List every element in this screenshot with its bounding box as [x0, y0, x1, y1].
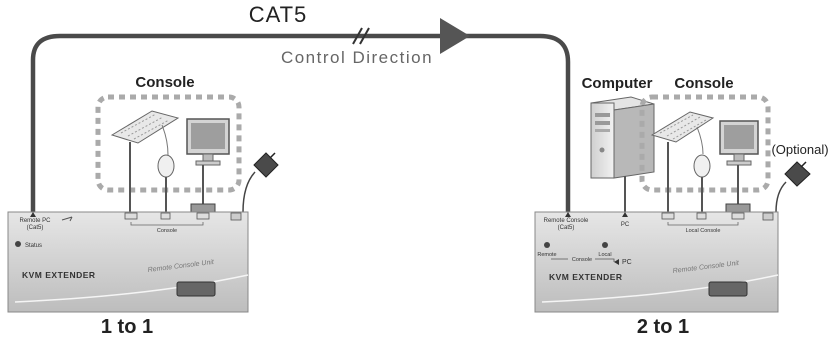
cable-label: CAT5	[249, 2, 308, 27]
right-remote-port-arrow-icon	[565, 212, 571, 217]
left-monitor-icon	[186, 118, 230, 166]
right-monitor-icon	[719, 120, 759, 166]
switch-console-label: Console	[572, 257, 592, 263]
left-status-label: Status	[25, 243, 42, 249]
left-status-led	[15, 241, 21, 247]
switch-pc-label: PC	[622, 259, 632, 266]
control-direction-label: Control Direction	[281, 48, 433, 67]
pc-port-arrow-icon	[622, 212, 628, 217]
right-mouse-icon	[693, 126, 711, 178]
right-unit-diagram: Computer Console	[534, 75, 829, 338]
right-mouse-port	[696, 212, 707, 220]
left-console-group-outline	[95, 94, 242, 193]
cable-break-mark-2	[359, 27, 370, 45]
left-console-port-bracket	[130, 222, 204, 226]
pc-port-label: PC	[621, 222, 630, 228]
right-console-label: Console	[674, 75, 733, 92]
right-monitor-port	[731, 212, 745, 220]
left-power-jack	[230, 212, 242, 221]
right-unit-button[interactable]	[708, 281, 748, 297]
local-console-port-label: Local Console	[686, 228, 721, 234]
cable-break-mark-1	[352, 27, 363, 45]
left-brand-label: KVM EXTENDER	[22, 270, 96, 280]
remote-led	[544, 242, 550, 248]
direction-arrow-icon	[440, 18, 470, 54]
right-remote-console-sublabel: (Cat5)	[558, 225, 575, 231]
left-keyboard-port	[124, 212, 138, 220]
local-led	[602, 242, 608, 248]
switch-indicator-line	[551, 258, 615, 262]
cat5-cable: CAT5 Control Direction	[30, 2, 571, 213]
left-console-label: Console	[135, 74, 194, 91]
local-console-port-bracket	[667, 222, 739, 226]
left-power-adapter-icon	[242, 152, 279, 213]
right-remote-console-label: Remote Console	[544, 218, 589, 224]
right-caption: 2 to 1	[637, 316, 689, 338]
right-power-adapter-icon	[775, 161, 811, 213]
computer-label: Computer	[582, 75, 653, 92]
left-remote-port-arrow-icon	[30, 212, 36, 217]
left-console-port-label: Console	[157, 228, 177, 234]
right-keyboard-port	[661, 212, 675, 220]
left-keyboard-icon	[110, 110, 180, 144]
right-keyboard-icon	[650, 111, 715, 143]
left-remote-pc-sublabel: (Cat5)	[27, 225, 44, 231]
right-extender-box: Remote Console (Cat5) PC Local Console R…	[534, 211, 779, 313]
cat5-cable-line	[30, 33, 571, 213]
left-video-connector	[190, 203, 216, 213]
remote-led-label: Remote	[537, 252, 556, 258]
local-led-label: Local	[598, 252, 611, 258]
left-mouse-icon	[157, 124, 175, 178]
switch-arrow-icon	[614, 259, 619, 265]
left-caption: 1 to 1	[101, 316, 153, 338]
left-unit-diagram: Console	[7, 74, 279, 338]
left-extender-box: Remote PC (Cat5) Console Status KVM EXTE…	[7, 211, 249, 313]
left-monitor-port	[196, 212, 210, 220]
left-mouse-port	[160, 212, 171, 220]
left-remote-pc-label: Remote PC	[19, 218, 51, 224]
computer-tower-icon	[590, 96, 655, 179]
optional-label: (Optional)	[771, 142, 828, 157]
right-console-group-outline	[639, 94, 771, 193]
left-rj45-port-icon	[61, 216, 73, 222]
left-unit-button[interactable]	[176, 281, 216, 297]
right-video-connector	[725, 203, 751, 213]
right-power-jack	[762, 212, 774, 221]
right-brand-label: KVM EXTENDER	[549, 272, 623, 282]
